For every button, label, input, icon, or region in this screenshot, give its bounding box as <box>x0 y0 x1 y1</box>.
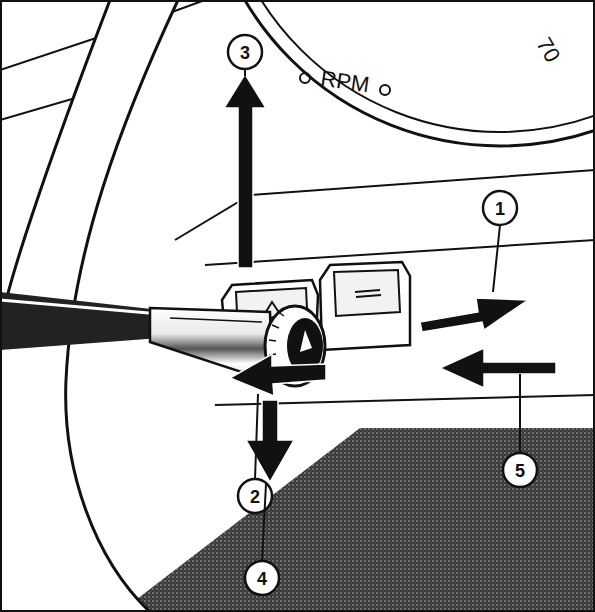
arrow-left-knob <box>440 348 556 388</box>
tachometer <box>204 0 595 146</box>
callout-circles <box>228 35 537 595</box>
callout-number: 5 <box>515 462 525 480</box>
arrow-down <box>246 400 294 482</box>
arrow-left <box>230 354 326 396</box>
movement-arrows <box>224 74 556 482</box>
callout-number: 4 <box>257 570 267 588</box>
steering-wheel <box>0 0 178 612</box>
gauge-number: 70 <box>532 34 563 66</box>
floor-shading <box>120 428 595 612</box>
arrow-right <box>420 298 528 332</box>
callout-number: 2 <box>250 488 260 506</box>
rocker-switch <box>320 262 410 350</box>
callout-number: 3 <box>240 44 250 62</box>
arrow-up <box>224 74 266 268</box>
gauge-label: RPM <box>319 68 370 97</box>
callout-number: 1 <box>495 200 505 218</box>
